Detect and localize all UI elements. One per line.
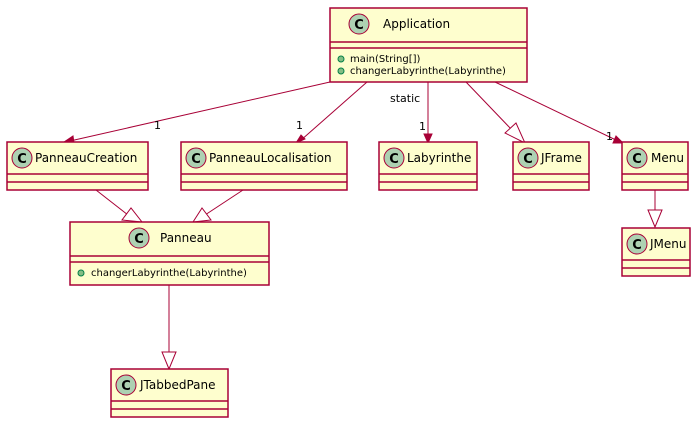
class-labyrinthe[interactable]: C Labyrinthe — [378, 141, 478, 191]
method-main: main(String[]) — [350, 54, 421, 65]
class-stereotype-icon — [383, 147, 405, 169]
class-stereotype-icon — [626, 233, 648, 255]
svg-text:C: C — [191, 152, 201, 167]
public-method-icon — [77, 269, 85, 277]
inheritance-head-jmenu — [647, 209, 663, 229]
edge-app-to-panneau-creation — [69, 81, 331, 142]
inheritance-head-panneau-left — [121, 207, 144, 223]
class-jmenu[interactable]: C JMenu — [621, 227, 691, 277]
multiplicity-menu: 1 — [606, 130, 613, 143]
class-name: Panneau — [160, 231, 212, 245]
multiplicity-labyrinthe: 1 — [419, 120, 426, 133]
svg-text:C: C — [354, 18, 364, 33]
svg-text:C: C — [632, 238, 642, 253]
relation-label-static: static — [390, 92, 420, 105]
class-stereotype-icon — [115, 374, 137, 396]
method-changer-labyrinthe: changerLabyrinthe(Labyrinthe) — [350, 66, 506, 77]
svg-text:C: C — [17, 152, 27, 167]
method-changer-labyrinthe: changerLabyrinthe(Labyrinthe) — [91, 268, 247, 279]
class-stereotype-icon — [348, 13, 370, 35]
class-application[interactable]: C Application main(String[]) changerLaby… — [329, 7, 528, 83]
class-stereotype-icon — [517, 147, 539, 169]
inheritance-head-jframe — [504, 122, 527, 145]
class-name: PanneauCreation — [35, 151, 137, 165]
arrowhead-menu — [612, 135, 625, 144]
edges: 1 1 static 1 1 — [62, 81, 663, 371]
class-name: JTabbedPane — [139, 378, 216, 392]
class-jframe[interactable]: C JFrame — [512, 141, 590, 191]
svg-text:C: C — [632, 152, 642, 167]
multiplicity-panneau-creation: 1 — [154, 119, 161, 132]
class-panneau-localisation[interactable]: C PanneauLocalisation — [180, 141, 348, 191]
edge-panneau-creation-to-panneau — [95, 189, 129, 216]
class-stereotype-icon — [626, 147, 648, 169]
public-method-icon — [337, 55, 345, 63]
class-panneau-creation[interactable]: C PanneauCreation — [6, 141, 149, 191]
edge-app-to-menu — [494, 81, 619, 142]
arrowhead-labyrinthe — [423, 133, 433, 145]
svg-text:C: C — [121, 379, 131, 394]
class-name: Application — [383, 17, 450, 31]
edge-app-to-panneau-localisation — [299, 81, 368, 142]
class-panneau[interactable]: C Panneau changerLabyrinthe(Labyrinthe) — [69, 221, 270, 286]
svg-text:C: C — [389, 152, 399, 167]
class-stereotype-icon — [185, 147, 207, 169]
edge-app-to-jframe — [465, 81, 513, 131]
inheritance-head-panneau-right — [192, 207, 212, 223]
class-jtabbedpane[interactable]: C JTabbedPane — [110, 368, 229, 418]
class-name: Menu — [651, 151, 684, 165]
class-menu[interactable]: C Menu — [621, 141, 689, 191]
class-name: Labyrinthe — [407, 151, 471, 165]
multiplicity-panneau-localisation: 1 — [296, 119, 303, 132]
class-name: JFrame — [540, 151, 582, 165]
svg-text:C: C — [523, 152, 533, 167]
class-stereotype-icon — [11, 147, 33, 169]
arrowhead-panneau-localisation — [294, 134, 306, 145]
svg-text:C: C — [134, 232, 144, 247]
class-name: JMenu — [649, 237, 687, 251]
class-name: PanneauLocalisation — [209, 151, 332, 165]
inheritance-head-jtabbedpane — [161, 351, 177, 371]
edge-panneau-localisation-to-panneau — [204, 189, 244, 216]
public-method-icon — [337, 67, 345, 75]
class-stereotype-icon — [128, 227, 150, 249]
